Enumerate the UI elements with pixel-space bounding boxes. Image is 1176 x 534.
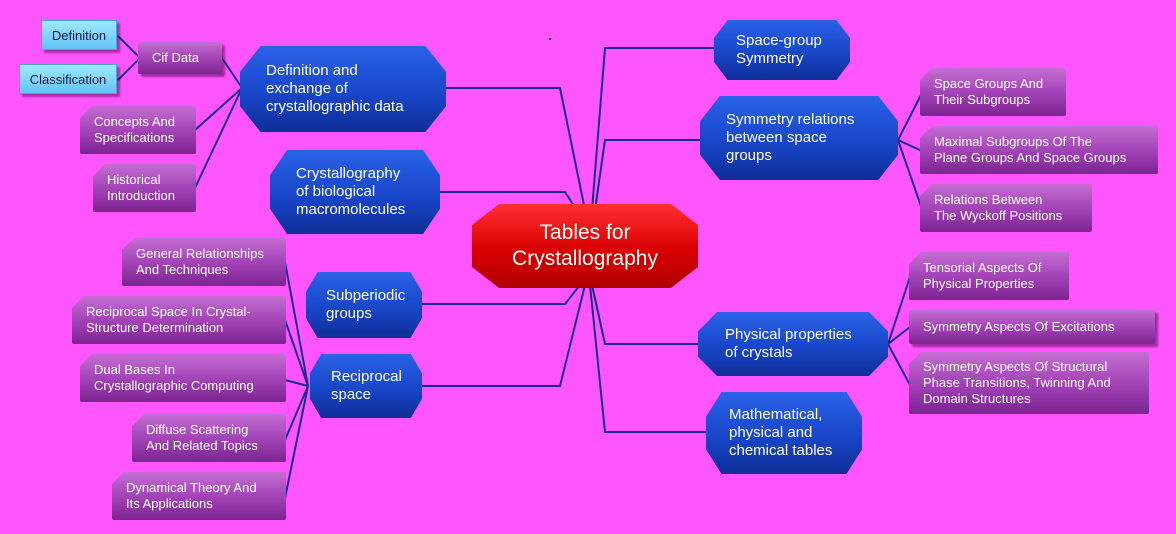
topic-reciprocal-space[interactable]: Reciprocal space	[310, 354, 422, 418]
subtopic-label: Dynamical Theory And Its Applications	[126, 480, 257, 511]
topic-subperiodic-groups[interactable]: Subperiodic groups	[306, 272, 422, 338]
subtopic-general-relationships[interactable]: General Relationships And Techniques	[122, 238, 286, 286]
connector-physical-properties	[591, 284, 700, 345]
topic-label: Crystallography of biological macromolec…	[296, 165, 406, 218]
leaf-label: Definition	[51, 27, 107, 43]
subtopic-dual-bases[interactable]: Dual Bases In Crystallographic Computing	[80, 354, 286, 402]
central-topic-label: Tables for Crystallography	[512, 221, 658, 270]
subtopic-label: Cif Data	[152, 50, 199, 65]
stray-dot	[549, 38, 551, 40]
topic-label: Reciprocal space	[331, 368, 402, 403]
subtopic-label: Historical Introduction	[107, 172, 175, 203]
subtopic-concepts-specifications[interactable]: Concepts And Specifications	[80, 106, 196, 154]
topic-definition-exchange[interactable]: Definition and exchange of crystallograp…	[240, 46, 446, 132]
topic-label: Definition and exchange of crystallograp…	[266, 62, 404, 115]
topic-label: Space-group Symmetry	[736, 32, 822, 67]
connector-symmetry-relations	[594, 139, 700, 211]
topic-physical-properties[interactable]: Physical properties of crystals	[698, 312, 888, 376]
subtopic-label: Tensorial Aspects Of Physical Properties	[923, 260, 1042, 291]
subtopic-label: Reciprocal Space In Crystal- Structure D…	[86, 304, 251, 335]
connector-mathematical	[589, 284, 706, 433]
leaf-definition[interactable]: Definition	[41, 20, 117, 50]
connector-definition-exchange	[440, 87, 586, 211]
topic-label: Subperiodic groups	[326, 287, 406, 322]
leaf-classification[interactable]: Classification	[19, 64, 117, 94]
subtopic-label: General Relationships And Techniques	[136, 246, 264, 277]
subtopic-excitations[interactable]: Symmetry Aspects Of Excitations	[909, 310, 1155, 344]
subtopic-cif-data[interactable]: Cif Data	[138, 42, 222, 74]
topic-biological-macromolecules[interactable]: Crystallography of biological macromolec…	[270, 150, 440, 234]
topic-label: Symmetry relations between space groups	[726, 111, 855, 164]
subtopic-structural-transitions[interactable]: Symmetry Aspects Of Structural Phase Tra…	[909, 352, 1149, 414]
leaf-label: Classification	[29, 71, 107, 87]
connector-subperiodic	[422, 284, 581, 305]
subtopic-label: Symmetry Aspects Of Structural Phase Tra…	[923, 359, 1111, 406]
topic-label: Physical properties of crystals	[725, 326, 852, 361]
topic-label: Mathematical, physical and chemical tabl…	[729, 406, 833, 459]
subtopic-historical-introduction[interactable]: Historical Introduction	[93, 164, 196, 212]
subtopic-reciprocal-structure[interactable]: Reciprocal Space In Crystal- Structure D…	[72, 296, 286, 344]
subtopic-diffuse-scattering[interactable]: Diffuse Scattering And Related Topics	[132, 414, 286, 462]
subtopic-tensorial-aspects[interactable]: Tensorial Aspects Of Physical Properties	[909, 252, 1069, 300]
subtopic-space-groups-subgroups[interactable]: Space Groups And Their Subgroups	[920, 68, 1066, 116]
subtopic-label: Space Groups And Their Subgroups	[934, 76, 1044, 107]
connector-reciprocal	[422, 284, 586, 387]
subtopic-label: Concepts And Specifications	[94, 114, 175, 145]
topic-mathematical-tables[interactable]: Mathematical, physical and chemical tabl…	[706, 392, 862, 474]
subtopic-wyckoff-relations[interactable]: Relations Between The Wyckoff Positions	[920, 184, 1092, 232]
central-topic[interactable]: Tables for Crystallography	[472, 204, 698, 288]
subtopic-maximal-subgroups[interactable]: Maximal Subgroups Of The Plane Groups An…	[920, 126, 1158, 174]
topic-symmetry-relations[interactable]: Symmetry relations between space groups	[700, 96, 898, 180]
subtopic-label: Relations Between The Wyckoff Positions	[934, 192, 1063, 223]
subtopic-label: Maximal Subgroups Of The Plane Groups An…	[934, 134, 1127, 165]
subtopic-dynamical-theory[interactable]: Dynamical Theory And Its Applications	[112, 472, 286, 520]
subtopic-label: Dual Bases In Crystallographic Computing	[94, 362, 254, 393]
subtopic-label: Symmetry Aspects Of Excitations	[923, 319, 1115, 334]
connector-space-group	[591, 47, 716, 211]
subtopic-label: Diffuse Scattering And Related Topics	[146, 422, 258, 453]
topic-space-group-symmetry[interactable]: Space-group Symmetry	[714, 20, 850, 80]
